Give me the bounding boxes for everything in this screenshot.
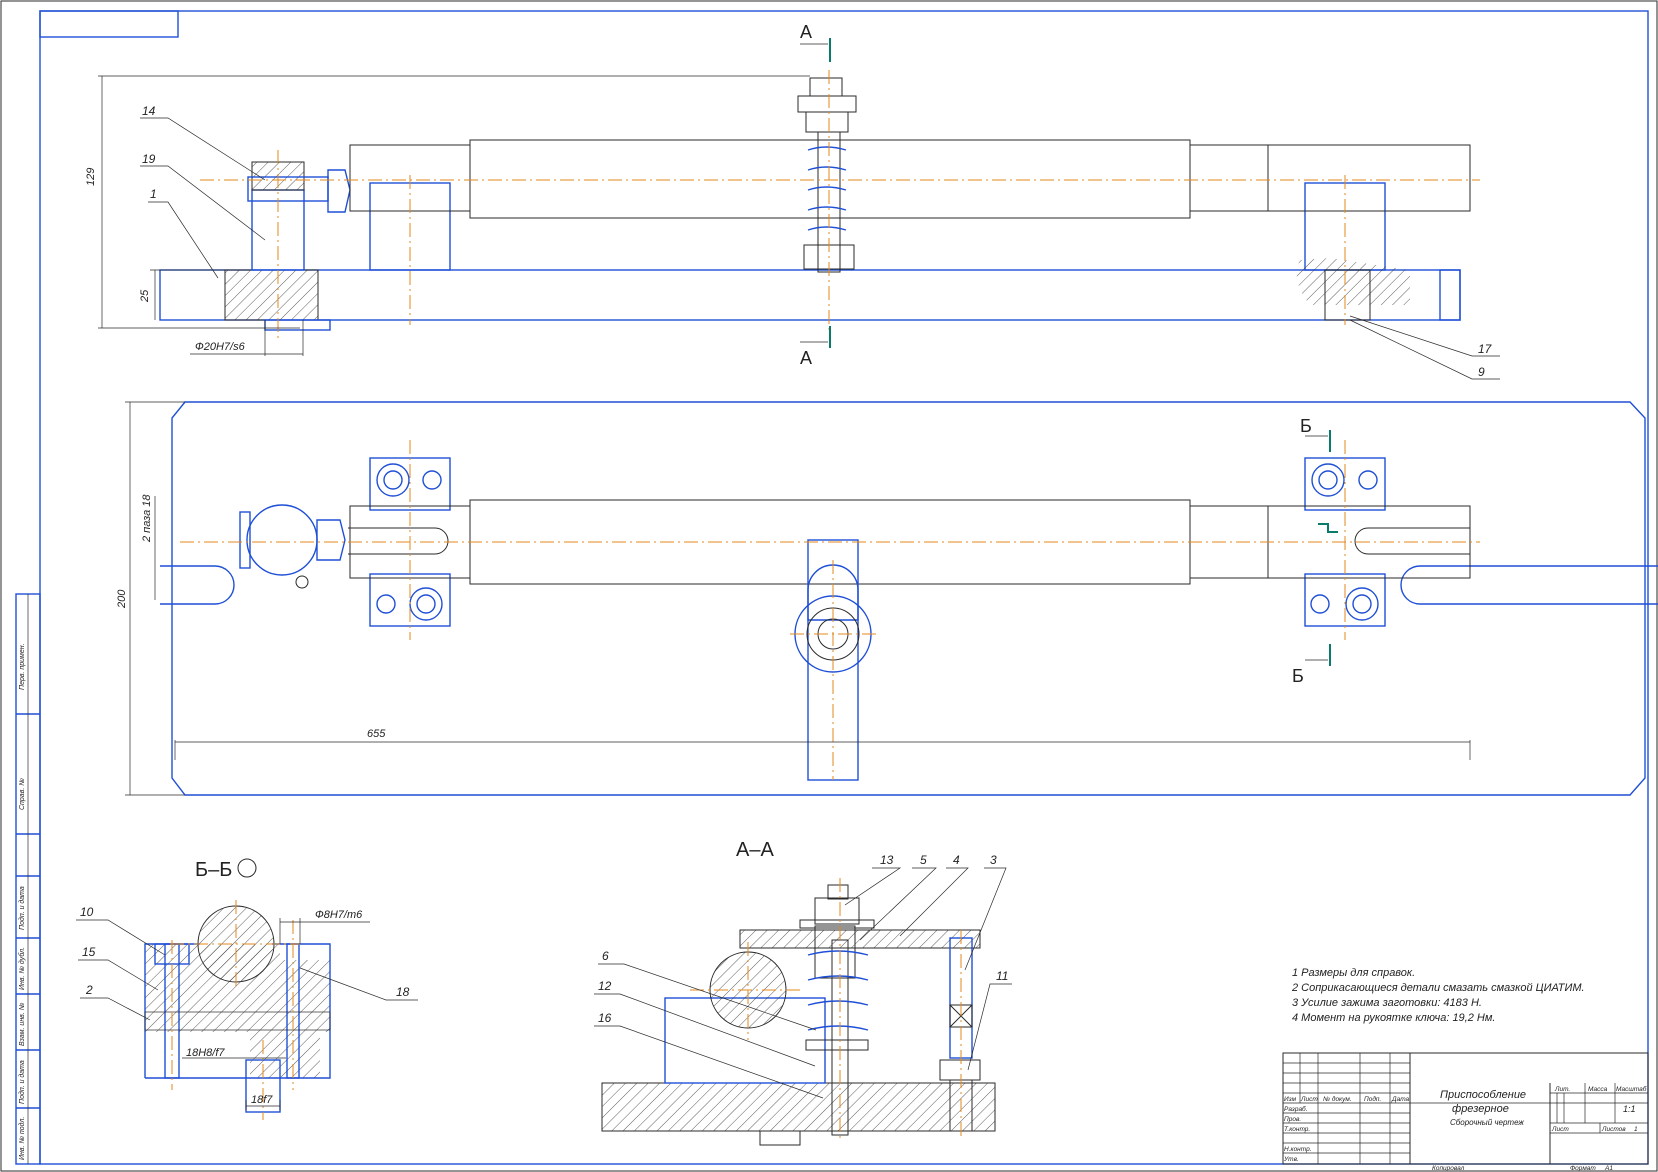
title-block-row: Т.контр. bbox=[1284, 1126, 1310, 1133]
title-block-col: Изм bbox=[1284, 1096, 1297, 1103]
section-bb-leaders bbox=[76, 919, 418, 1021]
section-aa-leaders bbox=[594, 867, 1012, 1099]
section-bb-marker: Б bbox=[1300, 416, 1312, 436]
part-callout: 15 bbox=[82, 945, 96, 959]
dimension-label: Ф20H7/s6 bbox=[195, 341, 246, 353]
title-block-scale: 1:1 bbox=[1623, 1104, 1636, 1114]
top-view-labels: 200 2 паза 18 655 Б Б bbox=[116, 416, 1312, 740]
side-strip-label: Справ. № bbox=[19, 778, 26, 810]
technical-note: 1 Размеры для справок. bbox=[1292, 967, 1415, 979]
dimension-label: 129 bbox=[85, 168, 97, 186]
part-callout: 13 bbox=[880, 853, 894, 867]
side-strip-labels: Перв. примен. Справ. № Подп. и дата Инв.… bbox=[18, 643, 26, 1160]
front-view bbox=[98, 38, 1480, 356]
dimension-label: 25 bbox=[139, 289, 151, 303]
side-strip-label: Инв. № подл. bbox=[18, 1117, 26, 1160]
section-aa-labels: А–А 13 5 4 3 6 12 16 11 bbox=[598, 839, 1008, 1025]
title-block-row: Н.контр. bbox=[1284, 1146, 1312, 1153]
part-callout: 6 bbox=[602, 949, 609, 963]
section-bb-labels: Б–Б Ф8H7/m6 18H8/f7 18f7 10 15 2 18 bbox=[80, 859, 410, 1106]
title-block-lit: Лит. bbox=[1554, 1086, 1570, 1093]
section-aa-view bbox=[601, 878, 996, 1146]
drawing-name: фрезерное bbox=[1452, 1103, 1509, 1115]
part-callout: 19 bbox=[142, 152, 156, 166]
part-callout: 10 bbox=[80, 905, 94, 919]
section-bb-marker: Б bbox=[1292, 666, 1304, 686]
title-block-row: Пров. bbox=[1284, 1116, 1301, 1123]
side-strip-label: Перв. примен. bbox=[19, 643, 26, 690]
part-callout: 16 bbox=[598, 1011, 612, 1025]
title-block-scale-label: Масштаб bbox=[1616, 1085, 1647, 1093]
title-block-col: № докум. bbox=[1323, 1095, 1352, 1103]
title-block-format-label: Формат bbox=[1570, 1165, 1596, 1172]
side-strip-label: Подп. и дата bbox=[18, 886, 26, 930]
dimension-label: 18f7 bbox=[251, 1094, 273, 1106]
side-strip-label: Подп. и дата bbox=[18, 1060, 26, 1104]
technical-note: 2 Соприкасающиеся детали смазать смазкой… bbox=[1291, 982, 1585, 994]
title-block-mass: Масса bbox=[1588, 1086, 1608, 1093]
title-block-sheet: Лист bbox=[1551, 1126, 1569, 1133]
title-block-sheets-count: 1 bbox=[1634, 1126, 1638, 1133]
part-callout: 17 bbox=[1478, 342, 1493, 356]
title-block-col: Подп. bbox=[1364, 1095, 1381, 1103]
technical-note: 4 Момент на рукоятке ключа: 19,2 Нм. bbox=[1292, 1012, 1495, 1024]
front-view-leaders bbox=[140, 117, 1500, 380]
part-callout: 9 bbox=[1478, 365, 1485, 379]
side-strip-label: Инв. № дубл. bbox=[18, 947, 26, 990]
part-callout: 11 bbox=[996, 969, 1008, 983]
part-callout: 12 bbox=[598, 979, 612, 993]
title-block-col: Лист bbox=[1300, 1096, 1318, 1103]
section-aa-marker: А bbox=[800, 22, 812, 42]
title-block-sheets: Листов bbox=[1601, 1126, 1626, 1133]
dimension-label: Ф8H7/m6 bbox=[315, 909, 363, 921]
title-block-row: Разраб. bbox=[1284, 1105, 1308, 1113]
front-view-labels: А А 129 25 Ф20H7/s6 14 19 1 17 9 bbox=[85, 22, 1493, 379]
dimension-label: 18H8/f7 bbox=[186, 1047, 225, 1059]
section-bb-title: Б–Б bbox=[195, 859, 232, 881]
part-callout: 14 bbox=[142, 104, 156, 118]
dimension-label: 655 bbox=[367, 728, 386, 740]
part-callout: 4 bbox=[953, 853, 960, 867]
title-block-text: Изм Лист № докум. Подп. Дата Разраб. Про… bbox=[1283, 1085, 1647, 1172]
document-type: Сборочный чертеж bbox=[1450, 1118, 1524, 1127]
section-aa-title: А–А bbox=[736, 839, 774, 861]
part-callout: 2 bbox=[85, 983, 93, 997]
top-view bbox=[125, 401, 1658, 796]
part-callout: 3 bbox=[990, 853, 997, 867]
title-block-col: Дата bbox=[1391, 1096, 1410, 1103]
dimension-label: 2 паза 18 bbox=[141, 494, 153, 543]
title-block bbox=[1282, 1052, 1649, 1165]
title-block-format: А1 bbox=[1604, 1165, 1613, 1172]
section-aa-marker: А bbox=[800, 348, 812, 368]
drawing-name: Приспособление bbox=[1440, 1089, 1526, 1101]
dimension-label: 200 bbox=[116, 589, 128, 609]
side-strip-label: Взам. инв. № bbox=[19, 1002, 26, 1046]
technical-note: 3 Усилие зажима заготовки: 4183 Н. bbox=[1292, 997, 1482, 1009]
title-block-copied: Копировал bbox=[1432, 1165, 1465, 1172]
section-bb-view bbox=[144, 858, 370, 1120]
part-callout: 18 bbox=[396, 985, 410, 999]
part-callout: 5 bbox=[920, 853, 927, 867]
part-callout: 1 bbox=[150, 187, 157, 201]
title-block-row: Утв. bbox=[1283, 1156, 1299, 1163]
technical-notes: 1 Размеры для справок. 2 Соприкасающиеся… bbox=[1291, 967, 1585, 1024]
